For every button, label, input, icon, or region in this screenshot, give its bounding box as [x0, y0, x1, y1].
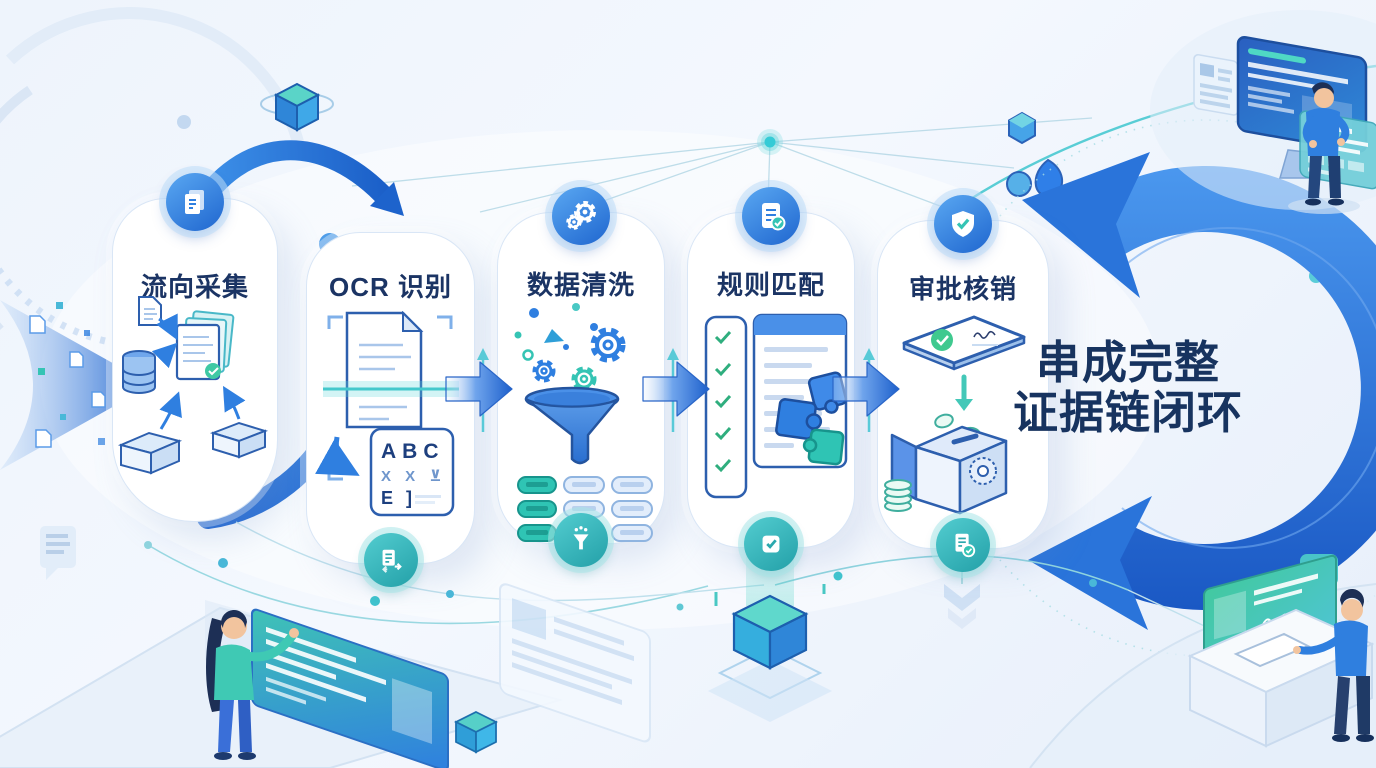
ocr-row: X X ⊻: [381, 468, 447, 485]
step-card-ocr: OCR 识别 ABC X X ⊻ E ]: [306, 232, 475, 587]
step-card-match: 规则匹配: [687, 187, 855, 571]
step-title: OCR 识别: [328, 272, 452, 302]
ocr-row: E ]: [381, 488, 416, 508]
chat-bubble-icon: [1300, 554, 1338, 598]
step-title: 审批核销: [908, 274, 1017, 304]
step-title: 规则匹配: [716, 270, 825, 300]
ocr-illustration: ABC X X ⊻ E ]: [315, 311, 459, 517]
step-title: 数据清洗: [526, 270, 635, 300]
shield-check-icon: [934, 195, 992, 253]
collect-illustration: [117, 296, 269, 475]
step-card-collect: 流向采集: [112, 173, 278, 522]
network-node: [351, 117, 1093, 213]
signer-man-illustration: [1029, 554, 1376, 768]
analyst-woman-illustration: [0, 583, 651, 768]
cube-icon: [260, 82, 334, 132]
loop-label: 串成完整 证据链闭环: [1002, 337, 1254, 439]
documents-icon: [166, 173, 224, 231]
step-card-clean: 数据清洗: [497, 187, 665, 567]
ocr-result-box: [369, 427, 455, 517]
chevron-down-icon: [944, 584, 980, 629]
hexagon-decor: [947, 64, 1376, 215]
checkbox-icon: [744, 517, 798, 571]
operator-man-illustration: [1150, 10, 1376, 214]
approve-illustration: [884, 315, 1026, 515]
funnel-icon: [554, 513, 608, 567]
loop-label-line2: 证据链闭环: [1012, 387, 1243, 439]
loop-label-line1: 串成完整: [1035, 337, 1220, 388]
doc-convert-icon: [363, 533, 418, 587]
doc-check-icon: [936, 518, 990, 572]
gears-icon: [552, 187, 610, 245]
checklist-icon: [742, 187, 800, 245]
speech-bubble-icon: [40, 526, 76, 580]
ocr-row: ABC: [381, 440, 445, 463]
